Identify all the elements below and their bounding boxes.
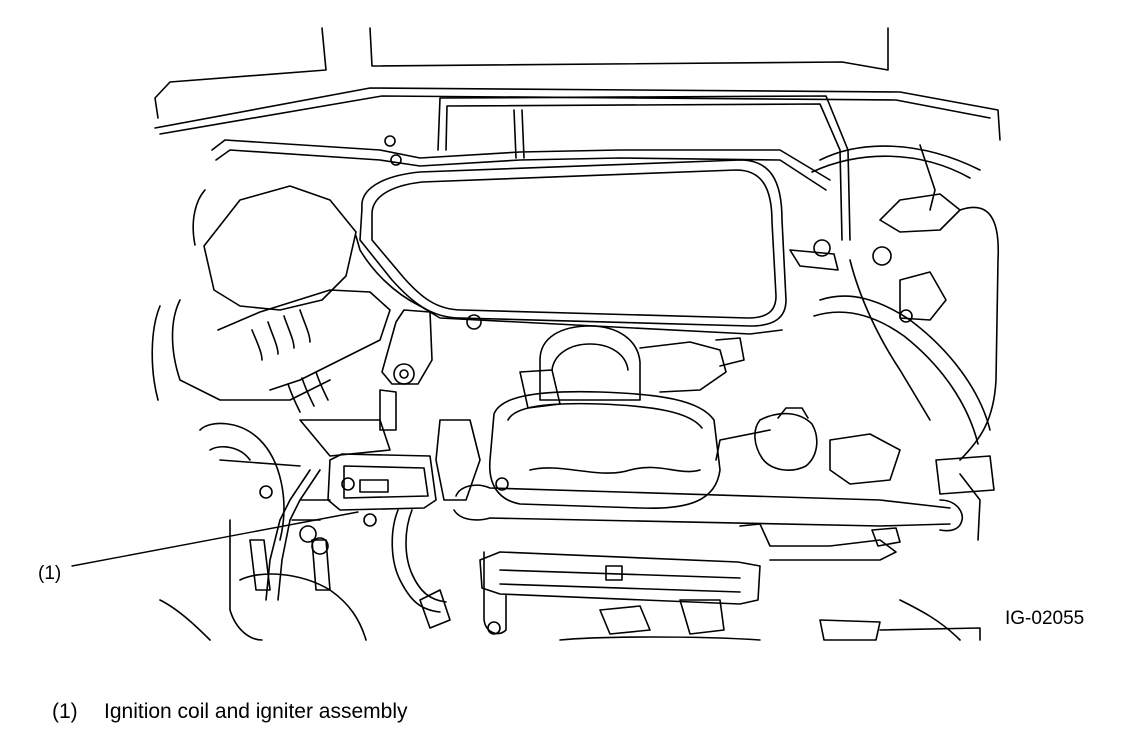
lateral-pipe [453, 484, 964, 561]
figure-id: IG-02055 [1005, 608, 1085, 629]
intake-collector [488, 390, 721, 510]
throttle-body [519, 325, 745, 409]
intake-duct [151, 185, 391, 413]
upper-pipe [211, 95, 851, 241]
air-cleaner-case [355, 159, 839, 335]
right-side-hoses [715, 144, 1000, 541]
mounting-bracket [381, 309, 482, 385]
engine-bay-illustration [71, 27, 1001, 641]
callout-1-leader-line [71, 511, 359, 567]
lower-right-components [559, 599, 981, 641]
legend-item: (1) Ignition coil and igniter assembly [52, 700, 408, 724]
hood-outline [154, 27, 1001, 141]
legend-item-text: Ignition coil and igniter assembly [104, 700, 408, 723]
engine-block-left [159, 389, 397, 641]
lower-pipe [391, 509, 761, 635]
callout-label-1: (1) [38, 563, 62, 584]
legend-item-number: (1) [52, 700, 78, 723]
